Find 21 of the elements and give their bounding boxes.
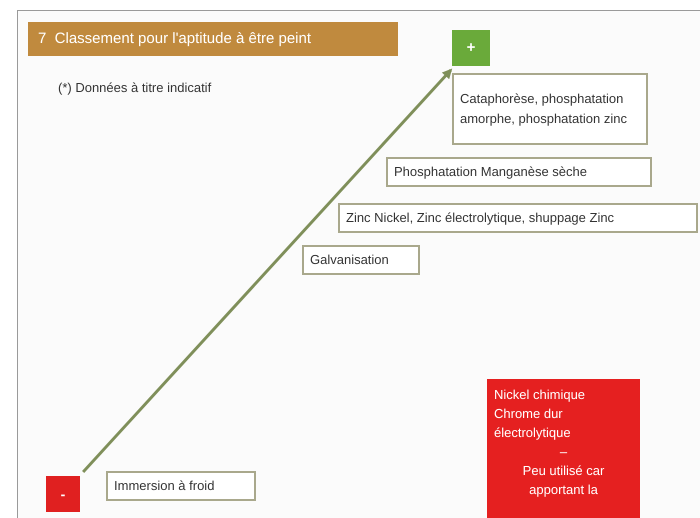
- node-text: –: [558, 443, 568, 461]
- node-text: -: [60, 484, 66, 504]
- minus-box: [46, 476, 80, 512]
- process-box: [386, 157, 652, 187]
- process-box: [452, 73, 648, 145]
- node-text: Cataphorèse, phosphatation amorphe, phosphatation zinc: [460, 90, 628, 128]
- node-text: Phosphatation Manganèse sèche: [394, 163, 588, 181]
- title-banner: 7 Classement pour l'aptitude à être peint: [28, 22, 398, 56]
- warning-box: [487, 379, 640, 518]
- process-box: [302, 245, 420, 275]
- process-box: [106, 471, 256, 501]
- plus-box: [452, 30, 490, 66]
- process-box: [338, 203, 698, 233]
- note-text: (*) Données à titre indicatif: [58, 79, 212, 97]
- arrow: [82, 68, 452, 474]
- node-text: Zinc Nickel, Zinc électrolytique, shuppage Zinc: [346, 209, 616, 227]
- node-text: Peu utilisé car apportant la: [522, 462, 606, 499]
- node-text: Galvanisation: [310, 251, 390, 269]
- node-text: Immersion à froid: [114, 477, 216, 495]
- node-text: Nickel chimique Chrome dur électrolytique: [494, 386, 586, 442]
- node-text: +: [466, 38, 476, 58]
